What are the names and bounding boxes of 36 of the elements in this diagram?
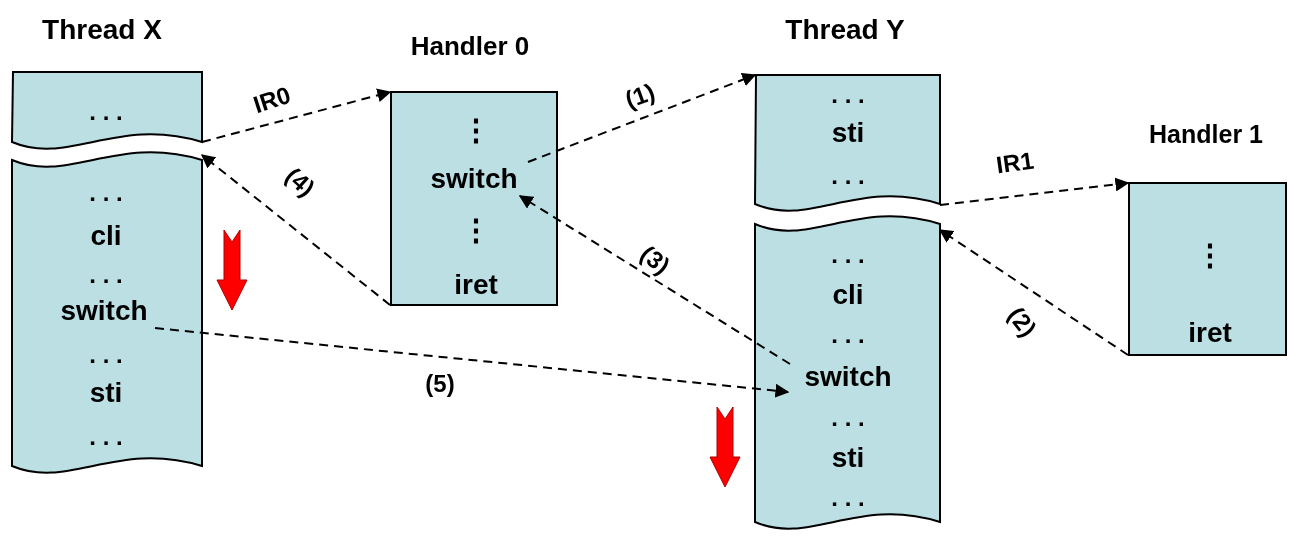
instruction-text: . . . xyxy=(89,263,123,287)
arrow xyxy=(527,72,757,163)
instruction-text: . . . xyxy=(831,164,865,188)
arrow xyxy=(154,327,790,398)
heading: Handler 1 xyxy=(1149,121,1263,147)
instruction-text: ⋮ xyxy=(461,215,491,245)
instruction-text: switch xyxy=(45,294,163,328)
instruction-text: switch xyxy=(790,360,906,394)
instruction-text: . . . xyxy=(831,83,865,107)
arrow xyxy=(939,177,1130,206)
arrow xyxy=(938,229,1129,356)
instruction-text: sti xyxy=(89,379,123,407)
instruction-text: switch xyxy=(420,162,528,196)
instruction-text: ⋮ xyxy=(1195,240,1225,270)
instruction-text: cli xyxy=(832,281,864,309)
instruction-text: . . . xyxy=(831,243,865,267)
heading: Thread X xyxy=(42,16,162,44)
instruction-text: iret xyxy=(454,271,498,299)
instruction-text: . . . xyxy=(831,323,865,347)
instruction-text: . . . xyxy=(89,425,123,449)
heading: Thread Y xyxy=(785,16,905,44)
instruction-text: . . . xyxy=(89,343,123,367)
instruction-text: ⋮ xyxy=(461,115,491,145)
edge-label: (5) xyxy=(423,372,457,396)
instruction-text: . . . xyxy=(831,486,865,510)
instruction-text: . . . xyxy=(831,406,865,430)
arrow xyxy=(201,88,392,143)
instruction-text: . . . xyxy=(89,100,123,124)
heading: Handler 0 xyxy=(410,33,530,59)
instruction-text: sti xyxy=(831,119,865,147)
arrow xyxy=(200,154,391,306)
arrow xyxy=(518,195,791,365)
instruction-text: sti xyxy=(831,444,865,472)
instruction-text: cli xyxy=(90,222,122,250)
instruction-text: . . . xyxy=(89,181,123,205)
instruction-text: iret xyxy=(1188,319,1232,347)
